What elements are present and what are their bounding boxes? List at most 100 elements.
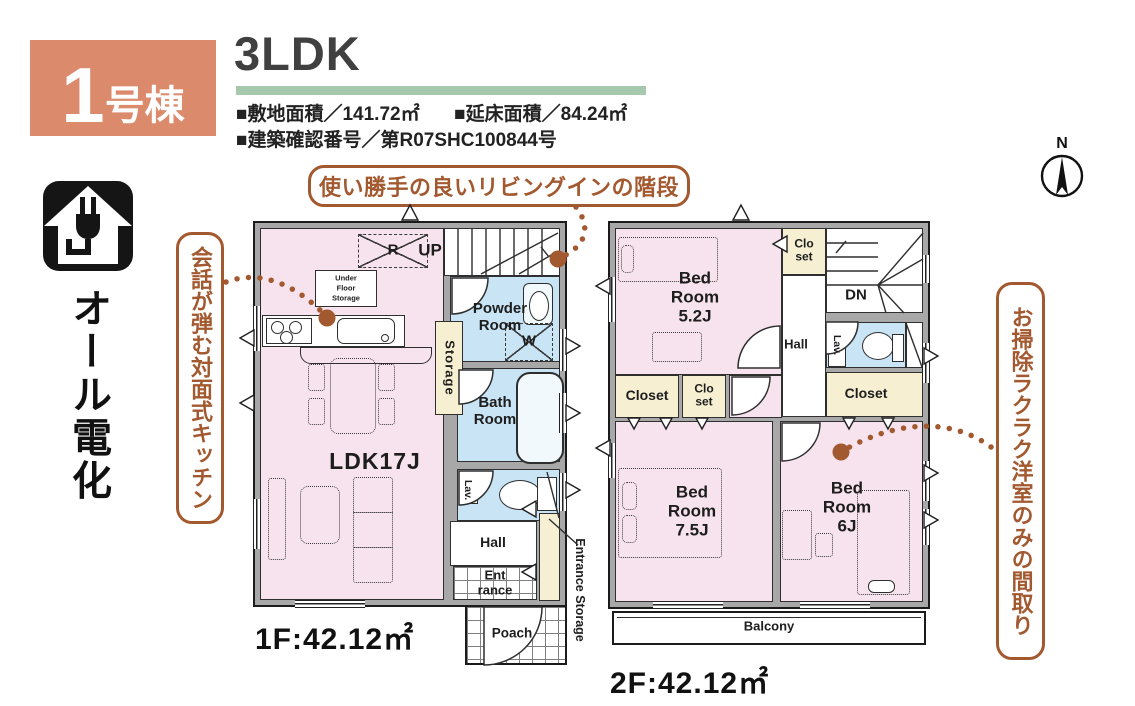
sliding-window: [295, 600, 365, 608]
label-entrance-storage: Entrance Storage: [573, 538, 587, 642]
callout-kitchen-text: 会話が弾む対面式キッチン: [188, 246, 213, 510]
floor2-plan: Bed Room 5.2J Clo set DN Hall Lav. Close…: [608, 221, 930, 700]
chair: [308, 398, 325, 425]
chair: [378, 398, 395, 425]
window: [253, 499, 261, 549]
sliding-window: [800, 601, 870, 609]
spec-line-areas: ■敷地面積／141.72㎡ ■延床面積／84.24㎡: [236, 99, 627, 126]
sink-drain: [381, 334, 389, 342]
label-hall-1f: Hall: [480, 534, 506, 551]
label-balcony: Balcony: [743, 618, 795, 634]
pillow: [622, 515, 637, 543]
bathtub: [516, 372, 564, 464]
label-bed-6: Bed Room 6J: [822, 478, 872, 536]
side-table: [815, 533, 833, 557]
window: [559, 329, 567, 371]
tv-board: [268, 478, 286, 560]
label-powder-room: Powder Room: [472, 300, 528, 334]
label-bed-5-2: Bed Room 5.2J: [670, 268, 720, 326]
washer-space: [505, 323, 553, 361]
label-hall-2f: Hall: [784, 336, 808, 352]
burner: [280, 331, 293, 344]
sofa-seam: [353, 512, 393, 513]
pipe-space: [906, 322, 923, 368]
dining-table: [330, 358, 376, 434]
refrigerator-space: [358, 234, 428, 268]
dresser: [782, 510, 812, 560]
label-bed-7-5: Bed Room 7.5J: [667, 482, 717, 540]
room-entrance: [453, 566, 537, 600]
window: [608, 277, 616, 322]
desk: [652, 332, 702, 362]
label-closet-left: Closet: [625, 387, 669, 404]
vent-triangle: [400, 203, 420, 221]
stairs-down: [826, 228, 923, 313]
window: [922, 255, 930, 283]
callout-stairs-text: 使い勝手の良いリビングインの階段: [318, 175, 679, 200]
label-closet-top: Clo set: [794, 236, 814, 264]
permit-number: ■建築確認番号／第R07SHC100844号: [236, 130, 557, 151]
window: [922, 343, 930, 383]
sliding-window: [653, 601, 723, 609]
label-lav-1f: Lav.: [461, 479, 474, 501]
vent-triangle: [731, 203, 751, 221]
bed: [618, 468, 722, 558]
label-up: UP: [418, 240, 442, 260]
badge-suffix: 号棟: [104, 84, 185, 128]
floor1-area: 1F:42.12㎡: [255, 623, 415, 656]
balcony: [612, 611, 926, 645]
toilet-bowl-1f: [499, 480, 541, 510]
label-washer: W: [521, 332, 537, 350]
window: [608, 443, 616, 478]
label-fridge: R: [387, 241, 399, 259]
toilet-bowl-2f: [862, 332, 894, 360]
room-hall-1f: [450, 521, 537, 566]
room-closet-left: [615, 375, 679, 418]
pillow: [621, 245, 634, 273]
label-dn: DN: [845, 286, 867, 304]
floor2-area: 2F:42.12㎡: [610, 667, 770, 700]
building-number-badge: 1 号棟: [30, 40, 216, 136]
label-entrance: Ent rance: [477, 567, 513, 597]
sofa-seam: [353, 547, 393, 548]
room-entry-nook: [729, 375, 782, 418]
cushion: [868, 580, 895, 593]
room-closet-right: [826, 372, 923, 417]
chair: [378, 364, 395, 391]
window: [253, 306, 261, 351]
callout-kitchen: 会話が弾む対面式キッチン: [176, 232, 224, 524]
room-bed-7-5: [615, 421, 773, 602]
low-table: [300, 486, 340, 544]
label-lav-2f: Lav.: [830, 334, 843, 356]
all-electric-icon: [43, 181, 133, 271]
window: [922, 509, 930, 545]
label-ldk: LDK17J: [329, 448, 421, 475]
bed: [857, 490, 910, 595]
burner: [271, 321, 284, 334]
counter-front: [300, 347, 432, 364]
room-entrance-storage: [539, 513, 560, 601]
total-floor-area: ■延床面積／84.24㎡: [454, 104, 628, 125]
all-electric-label: オール電化: [66, 287, 110, 503]
site-area: ■敷地面積／141.72㎡: [236, 104, 420, 125]
balcony-railing-line: [617, 617, 921, 618]
badge-number: 1: [61, 51, 105, 140]
room-hall-2f: [782, 275, 826, 417]
label-closet-right: Closet: [844, 385, 888, 402]
label-under-floor-storage: Under Floor Storage: [332, 273, 360, 302]
callout-stairs: 使い勝手の良いリビングインの階段: [308, 165, 690, 207]
window: [922, 461, 930, 501]
callout-cleaning-text: お掃除ラクラク洋室のみの間取り: [1008, 306, 1034, 636]
window: [559, 393, 567, 433]
window-marker: [238, 393, 255, 413]
plan-type-title: 3LDK: [234, 27, 361, 80]
sofa: [353, 477, 393, 583]
callout-cleaning: お掃除ラクラク洋室のみの間取り: [996, 282, 1045, 660]
chair: [308, 364, 325, 391]
label-bath-room: Bath Room: [473, 394, 517, 428]
label-closet-mid: Clo set: [694, 381, 714, 409]
floor1-plan: UP R Under Floor Storage Powder Room W S…: [253, 221, 587, 701]
compass-north-label: N: [1056, 135, 1068, 152]
wash-basin: [529, 291, 549, 321]
